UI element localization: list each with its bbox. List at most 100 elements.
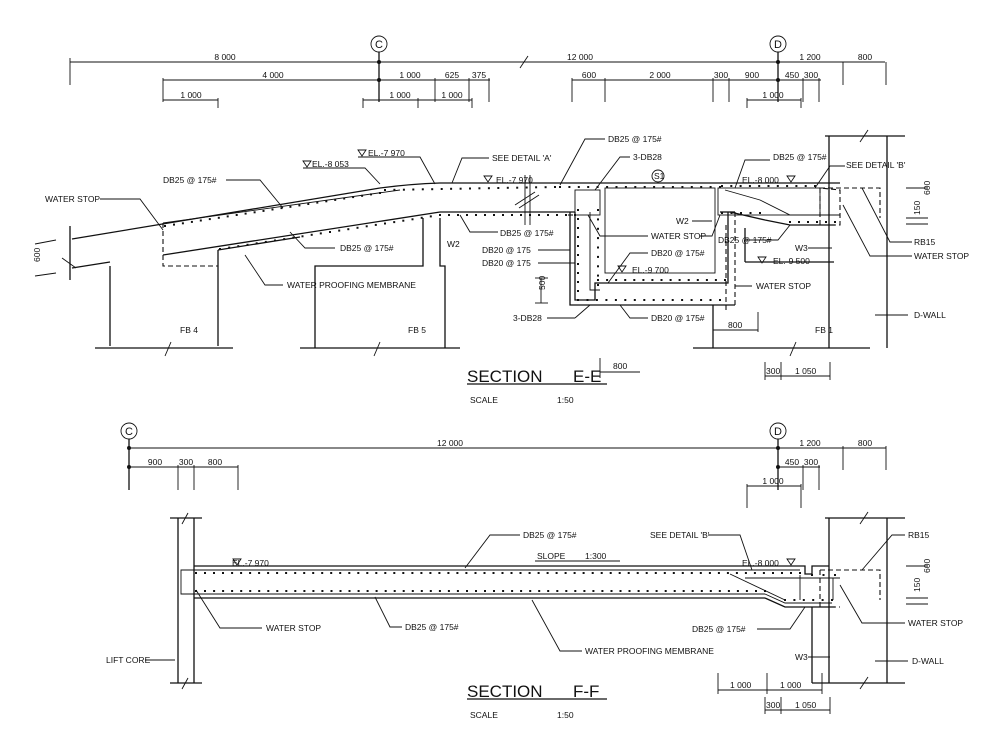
rebar-dot <box>484 214 486 216</box>
rebar-dot <box>312 590 315 592</box>
rebar-dot <box>173 223 175 226</box>
rebar-dot <box>235 214 238 216</box>
rebar-dot <box>772 572 774 574</box>
rebar-dot <box>586 299 589 301</box>
rebar-dot <box>204 590 206 592</box>
sump-pit: 500 <box>535 187 870 349</box>
rebar-dot <box>544 186 547 189</box>
label-fb1: FB 1 <box>815 325 833 335</box>
rebar-dot <box>384 222 386 225</box>
dim-800: 800 <box>858 52 872 62</box>
rebar-dot <box>237 245 240 248</box>
elev-8000-ff: EL.-8 000 <box>742 558 779 568</box>
rebar-dot <box>691 590 694 592</box>
rebar-dot <box>253 211 256 214</box>
rebar-dot <box>724 279 726 281</box>
elev-9500: EL.-9 500 <box>773 256 810 266</box>
d-wall-f-f: 600 150 <box>812 511 932 690</box>
label-see-detail-b-ff: SEE DETAIL 'B' <box>650 530 710 540</box>
rebar-dot <box>258 572 261 574</box>
svg-text:150: 150 <box>912 578 922 592</box>
rebar-dot <box>366 572 369 574</box>
rebar-dot <box>652 299 655 301</box>
rebar-dot <box>628 590 631 592</box>
rebar-dot <box>319 232 322 235</box>
label-fb4: FB 4 <box>180 325 198 335</box>
rebar-dot <box>546 572 549 574</box>
rebar-dot <box>660 279 663 281</box>
rebar-dot <box>786 185 789 187</box>
rebar-dot <box>740 212 742 214</box>
label-db25-top-ff: DB25 @ 175# <box>523 530 577 540</box>
rebar-dot <box>821 599 824 601</box>
scale-value-ff: 1:50 <box>557 710 574 720</box>
section-f-f: C D 12 000 1 200 800 900 300 800 450 300 <box>106 422 963 720</box>
svg-text:1 050: 1 050 <box>795 700 817 710</box>
rebar-dot <box>662 186 665 188</box>
rebar-dot <box>755 590 757 592</box>
rebar-dot <box>735 572 738 574</box>
rebar-dot <box>217 216 220 219</box>
svg-text:1 000: 1 000 <box>389 90 411 100</box>
rebar-dot <box>574 590 577 592</box>
label-fb5: FB 5 <box>408 325 426 335</box>
label-db25-haunch-ff: DB25 @ 175# <box>692 624 746 634</box>
rebar-dot <box>204 572 206 574</box>
rebar-dot <box>577 209 579 211</box>
rebar-dot <box>708 572 711 574</box>
rebar-dot <box>195 590 197 592</box>
rebar-dot <box>475 214 477 216</box>
elev-8000: EL.-8 000 <box>742 175 779 185</box>
rebar-dot <box>793 599 796 601</box>
rebar-dot <box>213 590 216 592</box>
rebar-dot <box>289 205 292 208</box>
rebar-dot <box>538 214 540 216</box>
rebar-dot <box>511 214 513 216</box>
rebar-dot <box>316 201 319 204</box>
rebar-dot <box>483 572 486 574</box>
rebar-dot <box>338 229 341 232</box>
rebar-dot <box>384 189 386 191</box>
rebar-dot <box>547 214 549 216</box>
section-e-e: C D 8 000 12 000 1 200 800 4 0 <box>32 35 969 405</box>
rebar-dot <box>655 590 658 592</box>
rebar-dot <box>249 590 252 592</box>
svg-text:1 000: 1 000 <box>399 70 421 80</box>
rebar-dots-e-e <box>164 185 836 301</box>
rebar-dot <box>431 188 434 191</box>
rebar-dot <box>438 590 441 592</box>
rebar-dot <box>244 212 247 215</box>
rebar-dot <box>228 246 231 249</box>
label-db20-pit: DB20 @ 175# <box>651 248 705 258</box>
rebar-dot <box>831 599 833 601</box>
rebar-dot <box>478 187 481 190</box>
rebar-dot <box>705 279 708 281</box>
rebar-dot <box>643 299 646 301</box>
rebar-dot <box>564 572 567 574</box>
section-title-f-f: SECTION F-F SCALE 1:50 <box>467 682 607 720</box>
rebar-dot <box>267 572 270 574</box>
rebar-dot <box>643 186 646 188</box>
rebar-dot <box>379 192 381 194</box>
dimension-row-1-ff: 12 000 1 200 800 <box>127 438 887 470</box>
rebar-dot <box>678 279 681 281</box>
svg-text:800: 800 <box>208 457 222 467</box>
lift-core <box>170 512 202 690</box>
rebar-dot <box>384 590 387 592</box>
dimension-row-2: 4 000 1 000 625 375 600 2 000 300 900 45… <box>162 70 821 102</box>
rebar-dot <box>627 572 630 574</box>
rebar-dot <box>529 214 531 216</box>
rebar-dot <box>646 590 649 592</box>
rebar-dot <box>811 574 813 576</box>
svg-text:C: C <box>125 426 133 438</box>
rebar-dot <box>361 194 364 197</box>
rebar-dot <box>798 221 800 223</box>
dimension-row-2-ff: 900 300 800 450 300 <box>127 457 820 490</box>
rebar-dot <box>411 218 414 221</box>
rebar-dot <box>547 590 550 592</box>
rebar-dot <box>642 279 645 281</box>
rebar-dot <box>653 186 656 188</box>
rebar-dot <box>348 572 351 574</box>
rebar-dot <box>457 214 459 216</box>
